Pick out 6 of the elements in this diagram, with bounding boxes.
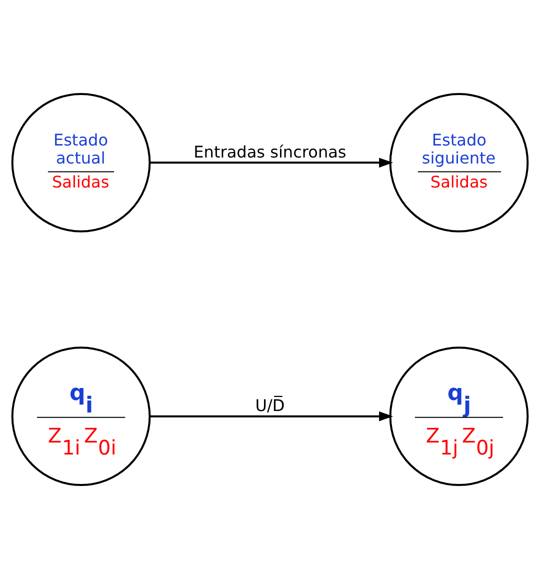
edge-label: Entradas síncronas bbox=[194, 142, 346, 162]
node-circle: Estado siguiente Salidas bbox=[389, 93, 529, 232]
edge-label: U/D̅ bbox=[255, 396, 285, 416]
arrow bbox=[150, 411, 394, 422]
arrow bbox=[150, 158, 394, 168]
node-circle: Estado actual Salidas bbox=[11, 93, 151, 232]
